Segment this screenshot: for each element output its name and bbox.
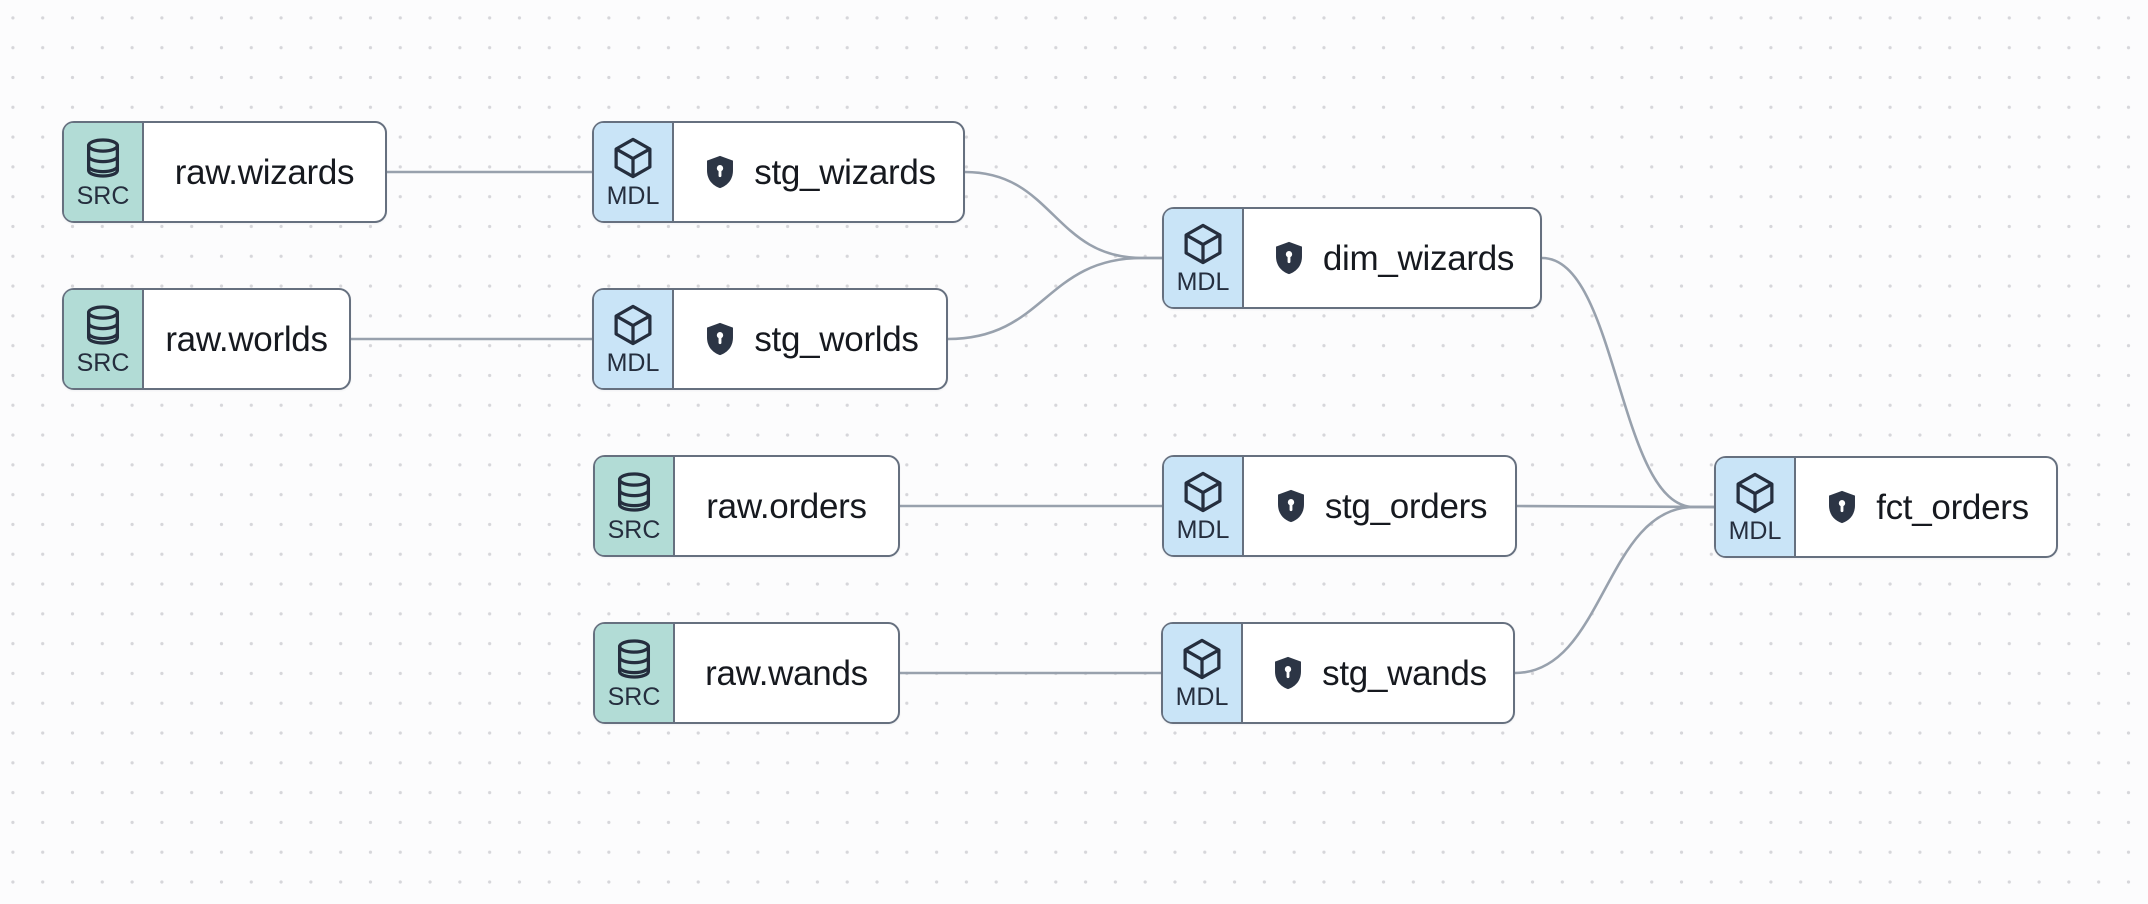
- box-icon: [1732, 470, 1778, 516]
- node-label: raw.worlds: [165, 319, 328, 359]
- node-body: stg_wizards: [674, 123, 963, 221]
- node-type-badge: MDL: [1164, 209, 1244, 307]
- node-body: stg_orders: [1244, 457, 1515, 555]
- database-icon: [611, 636, 657, 682]
- node-label: stg_wizards: [754, 152, 936, 192]
- node-fct_orders[interactable]: MDL fct_orders: [1714, 456, 2058, 558]
- node-type-label: SRC: [607, 683, 661, 711]
- node-label: raw.orders: [706, 486, 867, 526]
- box-icon: [1180, 221, 1226, 267]
- node-raw_worlds[interactable]: SRC raw.worlds: [62, 288, 351, 390]
- box-icon: [1179, 636, 1225, 682]
- node-body: stg_worlds: [674, 290, 946, 388]
- node-label: stg_orders: [1324, 486, 1488, 526]
- database-icon: [611, 469, 657, 515]
- node-type-badge: SRC: [595, 457, 675, 555]
- node-body: raw.orders: [675, 457, 898, 555]
- node-body: raw.worlds: [144, 290, 349, 388]
- node-stg_wizards[interactable]: MDL stg_wizards: [592, 121, 965, 223]
- node-type-label: SRC: [607, 516, 661, 544]
- node-label: dim_wizards: [1322, 238, 1515, 278]
- edge-stg_orders-fct_orders: [1515, 504, 1716, 509]
- shield-lock-icon: [701, 320, 739, 358]
- node-type-badge: SRC: [595, 624, 675, 722]
- database-icon: [80, 302, 126, 348]
- node-type-badge: MDL: [594, 123, 674, 221]
- node-type-label: SRC: [76, 182, 130, 210]
- node-label: raw.wands: [705, 653, 868, 693]
- node-type-label: MDL: [1728, 517, 1782, 545]
- box-icon: [1180, 469, 1226, 515]
- shield-lock-icon: [1269, 654, 1307, 692]
- node-label: stg_worlds: [754, 319, 919, 359]
- node-raw_wizards[interactable]: SRC raw.wizards: [62, 121, 387, 223]
- node-body: raw.wizards: [144, 123, 385, 221]
- database-icon: [80, 135, 126, 181]
- node-type-label: MDL: [1176, 268, 1230, 296]
- edge-stg_wands-fct_orders: [1513, 505, 1716, 675]
- node-dim_wizards[interactable]: MDL dim_wizards: [1162, 207, 1542, 309]
- node-raw_wands[interactable]: SRC raw.wands: [593, 622, 900, 724]
- node-type-badge: SRC: [64, 290, 144, 388]
- shield-lock-icon: [1823, 488, 1861, 526]
- node-type-label: SRC: [76, 349, 130, 377]
- node-body: stg_wands: [1243, 624, 1513, 722]
- node-label: raw.wizards: [174, 152, 355, 192]
- shield-lock-icon: [1270, 239, 1308, 277]
- node-body: dim_wizards: [1244, 209, 1540, 307]
- node-stg_wands[interactable]: MDL stg_wands: [1161, 622, 1515, 724]
- node-body: raw.wands: [675, 624, 898, 722]
- box-icon: [610, 135, 656, 181]
- edge-stg_worlds-dim_wizards: [946, 256, 1164, 341]
- node-type-label: MDL: [606, 349, 660, 377]
- node-type-badge: MDL: [1716, 458, 1796, 556]
- node-type-label: MDL: [606, 182, 660, 210]
- node-body: fct_orders: [1796, 458, 2056, 556]
- shield-lock-icon: [1272, 487, 1310, 525]
- node-stg_orders[interactable]: MDL stg_orders: [1162, 455, 1517, 557]
- node-type-label: MDL: [1175, 683, 1229, 711]
- box-icon: [610, 302, 656, 348]
- node-type-badge: MDL: [1164, 457, 1244, 555]
- node-type-badge: SRC: [64, 123, 144, 221]
- node-type-badge: MDL: [594, 290, 674, 388]
- node-label: stg_wands: [1322, 653, 1487, 693]
- node-raw_orders[interactable]: SRC raw.orders: [593, 455, 900, 557]
- edge-stg_wizards-dim_wizards: [963, 170, 1164, 260]
- node-stg_worlds[interactable]: MDL stg_worlds: [592, 288, 948, 390]
- node-label: fct_orders: [1876, 487, 2029, 527]
- edge-dim_wizards-fct_orders: [1540, 256, 1716, 509]
- node-type-badge: MDL: [1163, 624, 1243, 722]
- shield-lock-icon: [701, 153, 739, 191]
- node-type-label: MDL: [1176, 516, 1230, 544]
